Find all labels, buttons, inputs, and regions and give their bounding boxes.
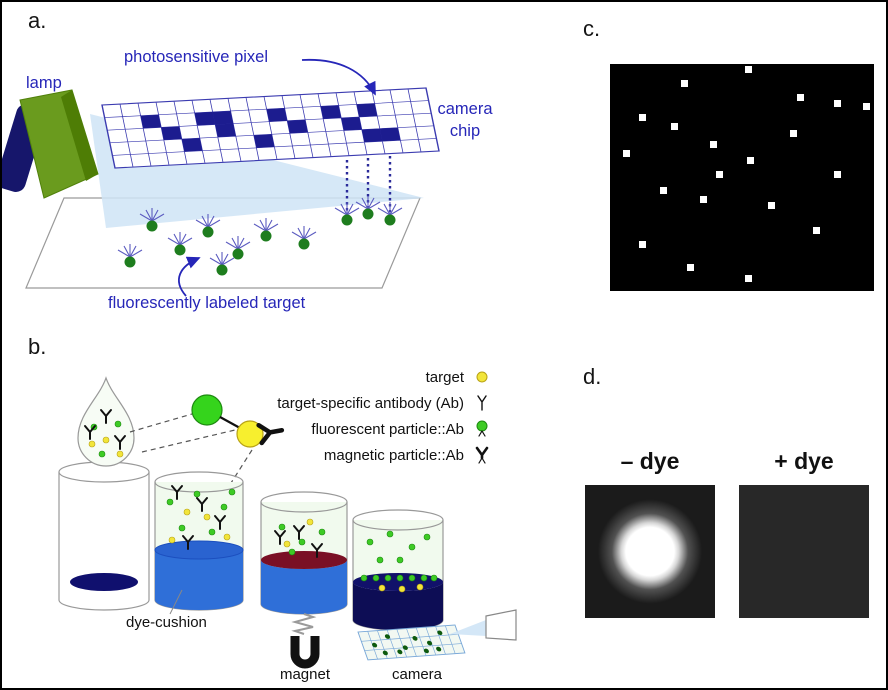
photosensitive-pixel-arrow [301, 58, 376, 96]
panel-a-illustration [2, 58, 440, 297]
target-icon [472, 370, 492, 384]
fluorescent-spot [670, 123, 678, 131]
fluorescent-spot [834, 100, 842, 108]
detection-dotted-lines [345, 156, 392, 214]
legend-item: target-specific antibody (Ab) [237, 390, 492, 416]
magnetic-particle-icon [472, 446, 492, 465]
legend-item-label: fluorescent particle::Ab [311, 420, 464, 438]
camera-caption: camera [391, 666, 443, 683]
panel-c-label: c. [583, 16, 601, 41]
legend-item: fluorescent particle::Ab [237, 416, 492, 442]
panel-a-label: a. [28, 8, 47, 33]
legend-item-label: target-specific antibody (Ab) [277, 394, 464, 412]
fluorescent-spot [768, 202, 776, 210]
fluorescent-spot [834, 170, 842, 178]
fluorescent-spot [744, 66, 752, 74]
fluorescent-spot [744, 275, 752, 283]
camera-icon [450, 609, 517, 641]
fluorescent-spot [789, 129, 797, 137]
beaker-camera [352, 509, 444, 631]
fluorescent-spot [681, 79, 689, 87]
panel-b-label: b. [28, 334, 47, 359]
fluorescent-spot [639, 113, 647, 121]
lamp-icon [2, 89, 99, 199]
mini-camera-chip [357, 624, 466, 661]
fluorescent-spot [797, 93, 805, 101]
camera-chip-label: camera chip [437, 100, 493, 141]
spring-icon [291, 613, 317, 635]
fluorescent-target-label: fluorescently labeled target [108, 294, 306, 312]
panel-b: b. target target-specific antibody (Ab) … [2, 332, 567, 688]
minus-dye-image [585, 485, 715, 618]
camera-chip-grid [101, 87, 440, 169]
fluorescent-spot [623, 150, 631, 158]
legend: target target-specific antibody (Ab) flu… [237, 364, 492, 468]
fluorescent-spot [699, 195, 707, 203]
lamp-label: lamp [26, 74, 62, 92]
minus-dye-column: – dye [585, 448, 715, 618]
dye-cushion-caption: dye-cushion [126, 614, 207, 631]
plus-dye-column: + dye [739, 448, 869, 618]
beaker-dye-cushion [154, 471, 244, 615]
panel-c-image [610, 64, 874, 291]
fluorescent-spot [813, 227, 821, 235]
sample-droplet-icon [77, 376, 135, 467]
legend-item: magnetic particle::Ab [237, 442, 492, 468]
plus-dye-image [739, 485, 869, 618]
legend-item-label: target [425, 368, 464, 386]
photosensitive-pixels [140, 103, 401, 152]
fluorescent-spot [715, 170, 723, 178]
legend-item: target [237, 364, 492, 390]
fluorescent-particle-icon [472, 420, 492, 438]
photosensitive-pixel-label: photosensitive pixel [124, 48, 269, 66]
panel-d-label: d. [583, 364, 602, 389]
dye-vessel [58, 461, 150, 611]
magnet-caption: magnet [279, 666, 331, 683]
legend-item-label: magnetic particle::Ab [323, 446, 464, 464]
fluorescent-spot [686, 263, 694, 271]
fluorescent-spot [863, 102, 871, 110]
fluorescent-spot [639, 241, 647, 249]
panel-d: d. – dye + dye [567, 332, 886, 688]
beaker-magnet [260, 491, 348, 669]
fluorescent-spot [710, 141, 718, 149]
panel-b-illustration [58, 376, 517, 669]
fluorescent-target-arrow [178, 256, 201, 297]
minus-dye-label: – dye [620, 448, 680, 474]
plus-dye-label: + dye [774, 448, 834, 474]
fluorescent-spot [747, 157, 755, 165]
particle-target-complex [129, 394, 285, 495]
magnet-icon [290, 636, 320, 669]
panel-a: a. lamp photosensitive pixel camera chip… [2, 2, 562, 332]
fluorescent-spot [660, 186, 668, 194]
antibody-icon [472, 394, 492, 412]
panel-c: c. [567, 2, 886, 332]
